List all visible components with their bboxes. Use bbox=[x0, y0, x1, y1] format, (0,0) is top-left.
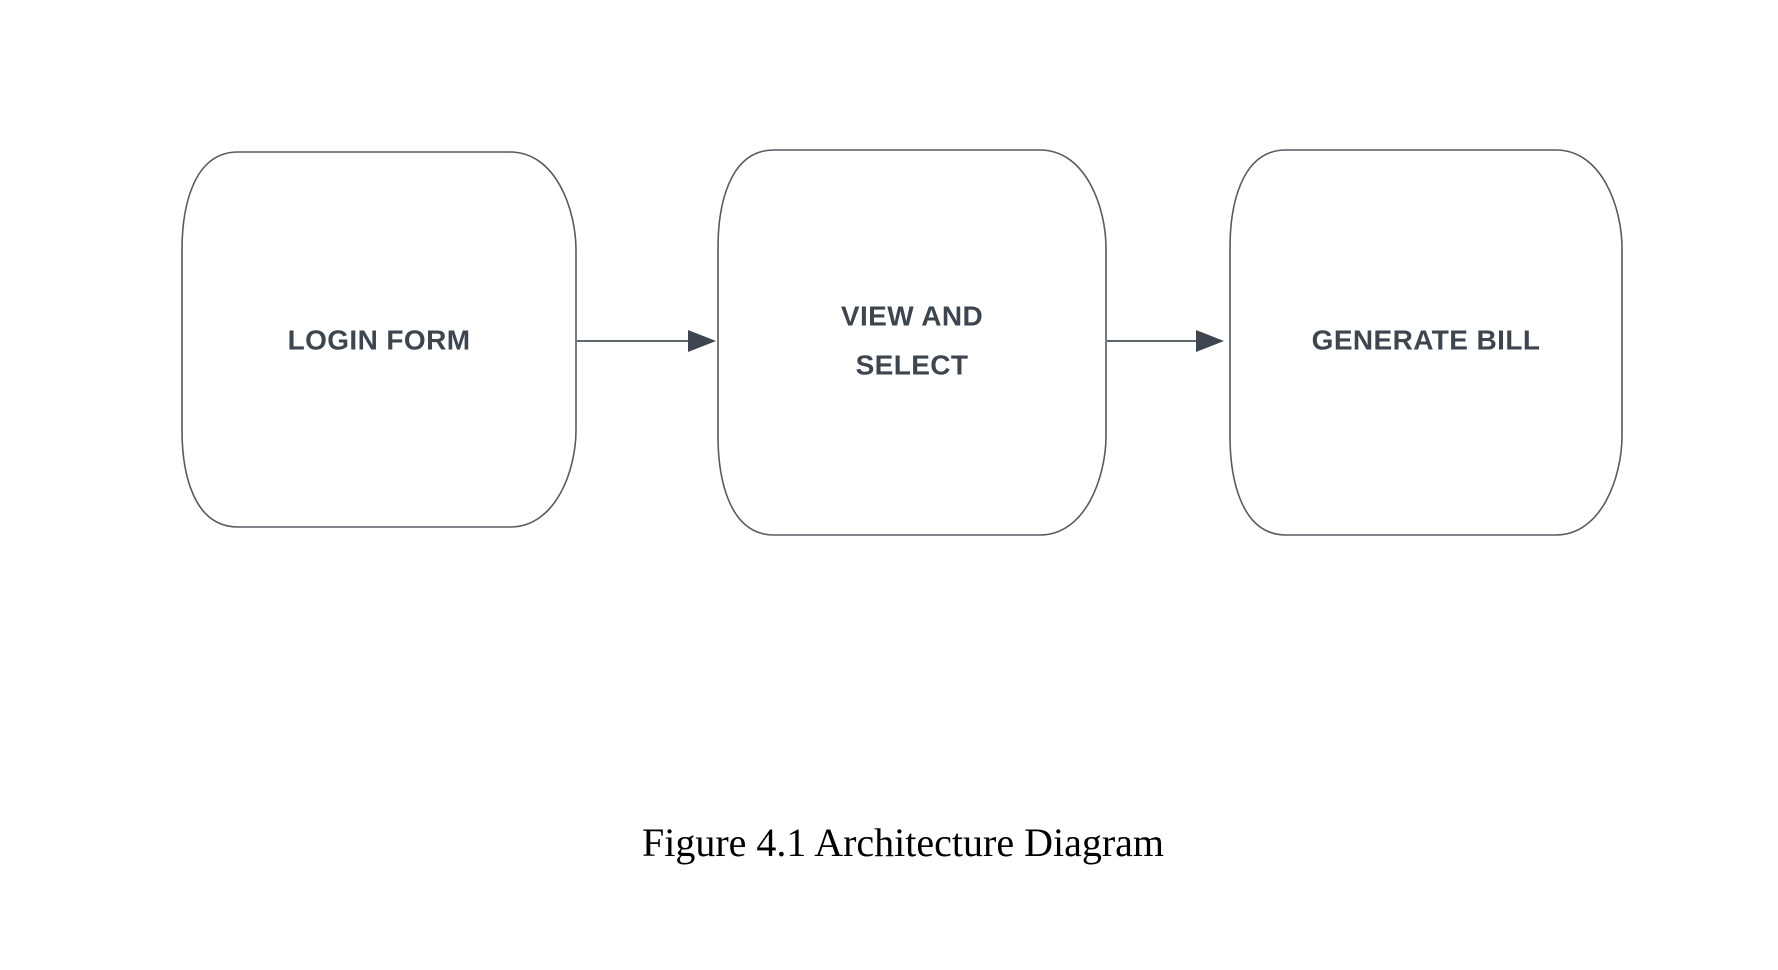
node-shape-barrel-generate-bill bbox=[1229, 149, 1623, 536]
edge-1-arrowhead-icon bbox=[688, 330, 716, 352]
node-login-form[interactable]: LOGIN FORM bbox=[181, 151, 577, 528]
node-shape-barrel-view-and-select bbox=[717, 149, 1107, 536]
edge-login-form-to-view-and-select[interactable] bbox=[577, 330, 716, 352]
edge-view-and-select-to-generate-bill[interactable] bbox=[1107, 330, 1224, 352]
node-label-view-and-select-line1: VIEW AND bbox=[841, 300, 983, 331]
figure-caption: Figure 4.1 Architecture Diagram bbox=[642, 820, 1164, 865]
node-label-login-form: LOGIN FORM bbox=[288, 324, 471, 355]
node-label-generate-bill: GENERATE BILL bbox=[1312, 324, 1541, 355]
edge-2-arrowhead-icon bbox=[1196, 330, 1224, 352]
node-view-and-select[interactable]: VIEW AND SELECT bbox=[717, 149, 1107, 536]
node-generate-bill[interactable]: GENERATE BILL bbox=[1229, 149, 1623, 536]
node-shape-barrel-login-form bbox=[181, 151, 577, 528]
node-label-view-and-select-line2: SELECT bbox=[856, 349, 969, 380]
